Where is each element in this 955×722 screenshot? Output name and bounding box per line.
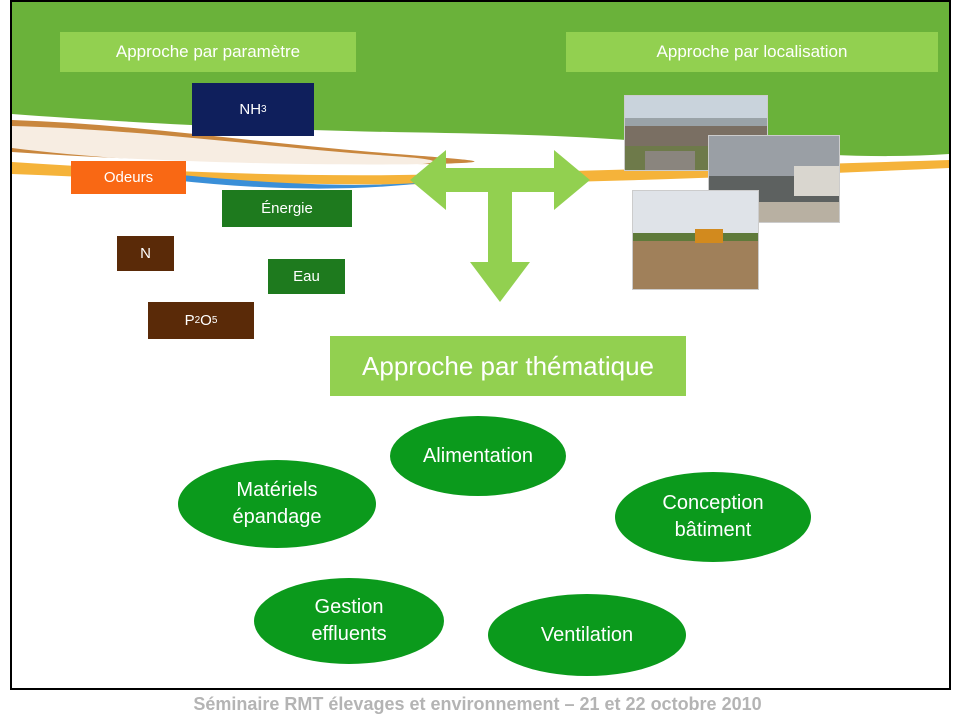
theme-ventilation: Ventilation bbox=[488, 594, 686, 676]
theme-title: Approche par thématique bbox=[330, 336, 686, 396]
blue-stripe bbox=[172, 174, 432, 189]
theme-conception-batiment: Conception bâtiment bbox=[615, 472, 811, 562]
t-arrow bbox=[410, 150, 590, 302]
param-eau: Eau bbox=[268, 259, 345, 294]
white-stripe bbox=[12, 126, 434, 167]
p2o5-o: O bbox=[200, 312, 212, 329]
param-n: N bbox=[117, 236, 174, 271]
footer-seminaire: Séminaire RMT élevages et environnement … bbox=[193, 694, 762, 714]
orange-stripe bbox=[12, 160, 949, 185]
param-odeurs: Odeurs bbox=[71, 161, 186, 194]
nh3-base: NH bbox=[239, 101, 262, 118]
theme-gestion-effluents: Gestion effluents bbox=[254, 578, 444, 664]
slide: Approche par paramètre Approche par loca… bbox=[10, 0, 951, 690]
farm-building-photo bbox=[624, 95, 768, 171]
param-energie: Énergie bbox=[222, 190, 352, 227]
theme-materiels-epandage: Matériels épandage bbox=[178, 460, 376, 548]
theme-alimentation: Alimentation bbox=[390, 416, 566, 496]
slurry-tank-photo bbox=[708, 135, 840, 223]
p2o5-p: P bbox=[184, 312, 195, 329]
spreading-field-photo bbox=[632, 190, 759, 290]
header-param: Approche par paramètre bbox=[60, 32, 356, 72]
header-localisation: Approche par localisation bbox=[566, 32, 938, 72]
